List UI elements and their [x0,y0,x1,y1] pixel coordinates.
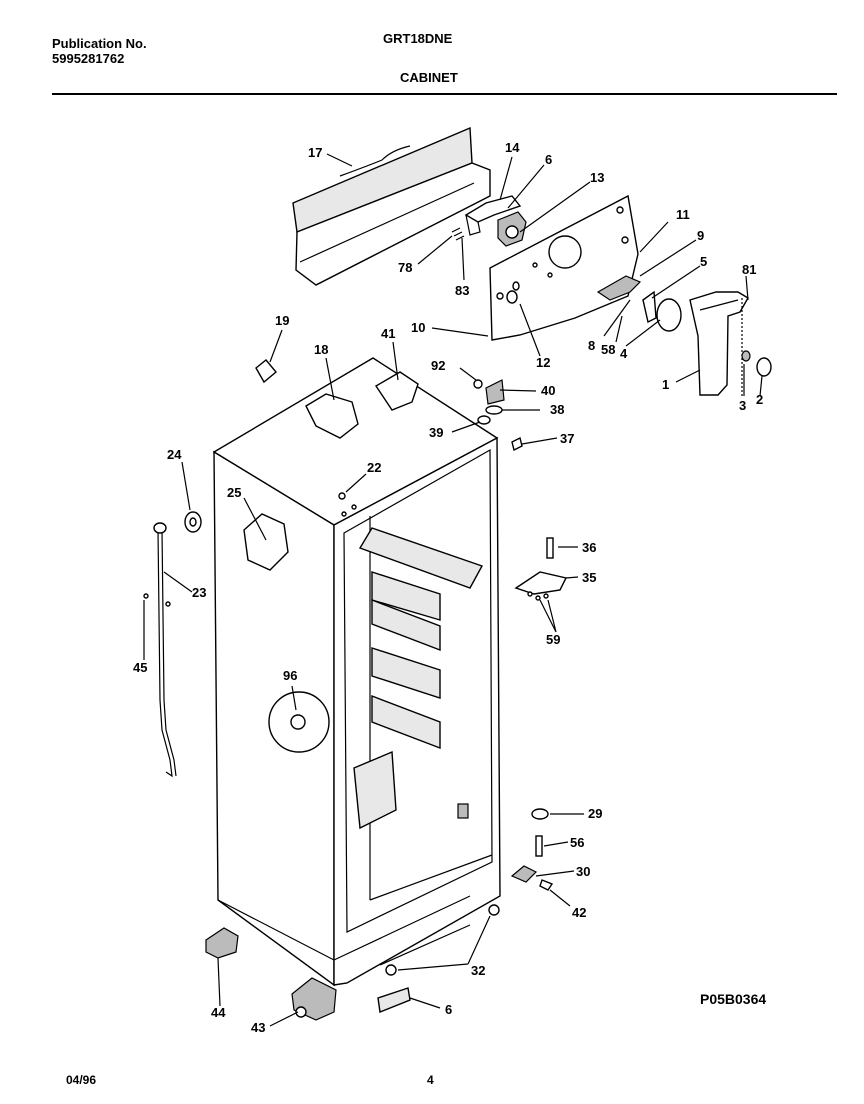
part-96-label [268,691,330,753]
part-29-washer [531,808,549,820]
part-44-foot [205,927,239,959]
callout-36: 36 [582,540,596,555]
part-17-top-trim [292,126,491,286]
callout-37: 37 [560,431,574,446]
part-23-rod [143,522,177,778]
part-35-bracket [514,571,568,601]
callout-30: 30 [576,864,590,879]
callout-58: 58 [601,342,615,357]
part-40-hinge [473,379,523,452]
publication-label: Publication No. [52,36,147,51]
part-9-switch [596,275,642,301]
callout-4: 4 [620,346,628,361]
callout-38: 38 [550,402,564,417]
figure-id: P05B0364 [700,991,766,1007]
callout-2: 2 [756,392,763,407]
part-5-cam [642,290,657,324]
callout-56: 56 [570,835,584,850]
leader-lines [143,153,763,1027]
part-18-hinge-plate [305,393,359,439]
part-78-83-spring [451,227,465,241]
part-4-knob [656,298,682,332]
callout-44: 44 [211,1005,226,1020]
callout-43: 43 [251,1020,265,1035]
part-43-roller [291,977,337,1021]
callout-1: 1 [662,377,669,392]
callout-83: 83 [455,283,469,298]
callout-13: 13 [590,170,604,185]
part-10-control-panel [489,194,639,341]
header-rule [52,93,837,95]
part-19-cylinder [255,359,277,384]
callout-11: 11 [676,207,690,222]
callout-labels: 17 14 6 13 11 9 5 81 78 83 10 12 8 58 4 … [133,140,766,1035]
callout-25: 25 [227,485,241,500]
callout-29: 29 [588,806,602,821]
callout-24: 24 [167,447,182,462]
part-2-3-knob-parts [741,350,772,377]
callout-3: 3 [739,398,746,413]
footer-date: 04/96 [66,1073,97,1087]
part-32-plug [385,904,500,976]
callout-42: 42 [572,905,586,920]
part-36-pin [546,537,554,559]
callout-23: 23 [192,585,206,600]
part-41-hinge-plate [375,371,419,411]
callout-40: 40 [541,383,555,398]
callout-32: 32 [471,963,485,978]
callout-39: 39 [429,425,443,440]
section-title: CABINET [400,70,458,85]
model-number: GRT18DNE [383,31,453,46]
callout-35: 35 [582,570,596,585]
callout-81: 81 [742,262,756,277]
part-1-control-housing [689,291,749,396]
part-6-grille [377,987,411,1013]
part-25-hinge-plate [243,513,289,571]
page-number: 4 [427,1073,434,1087]
callout-17: 17 [308,145,322,160]
publication-number: 5995281762 [52,51,125,66]
callout-6-bottom: 6 [445,1002,452,1017]
part-30-leveler [510,865,554,891]
callout-18: 18 [314,342,328,357]
part-14-bracket [464,195,522,236]
callout-10: 10 [411,320,425,335]
callout-59: 59 [546,632,560,647]
callout-22: 22 [367,460,381,475]
callout-41: 41 [381,326,395,341]
callout-45: 45 [133,660,147,675]
callout-92: 92 [431,358,445,373]
callout-6-top: 6 [545,152,552,167]
cabinet-body [212,357,501,987]
part-24-bushing [184,511,202,533]
callout-96: 96 [283,668,297,683]
callout-5: 5 [700,254,707,269]
callout-12: 12 [536,355,550,370]
part-56-stud [535,835,543,857]
callout-14: 14 [505,140,520,155]
callout-19: 19 [275,313,289,328]
callout-78: 78 [398,260,412,275]
callout-8: 8 [588,338,595,353]
part-13-thermostat [497,211,527,247]
callout-9: 9 [697,228,704,243]
